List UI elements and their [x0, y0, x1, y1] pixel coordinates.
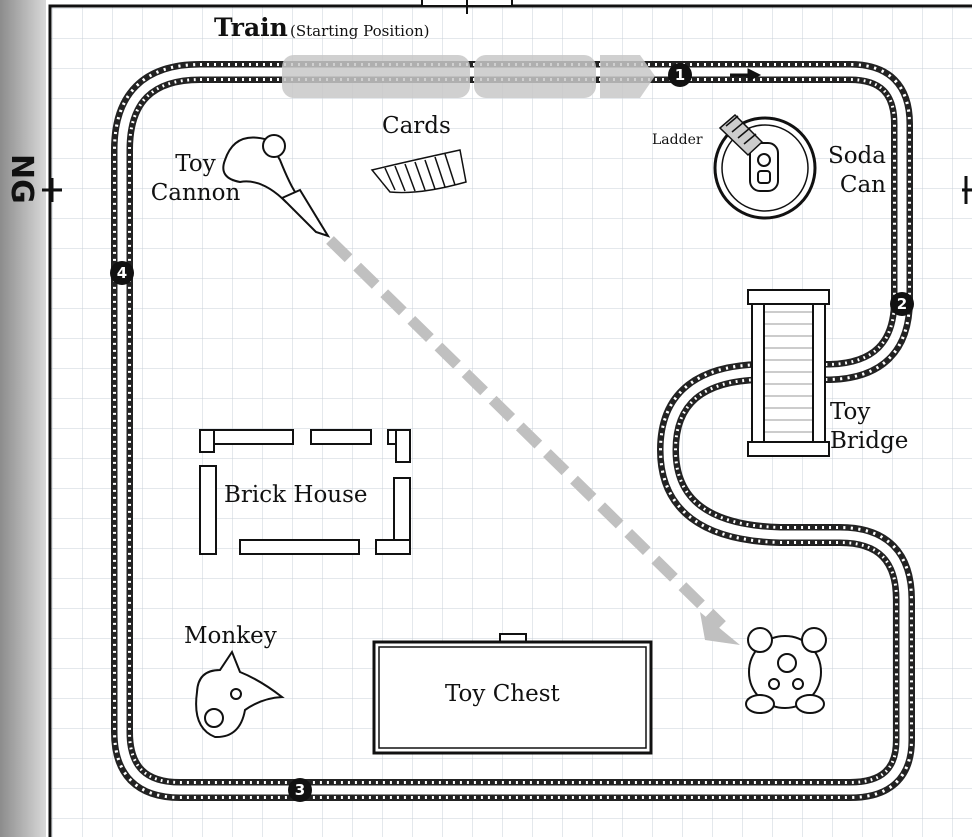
train-track	[111, 61, 915, 801]
toy-bridge-prop	[747, 289, 830, 457]
train-title: Train	[214, 13, 288, 42]
connector-right	[962, 176, 972, 204]
monkey-label: Monkey	[184, 623, 277, 649]
marker-3: 3	[288, 778, 312, 802]
map-border	[48, 4, 972, 837]
svg-text:4: 4	[117, 264, 127, 282]
teddy-bear-prop	[745, 627, 827, 714]
train-title-note: (Starting Position)	[290, 22, 430, 40]
direction-arrow	[730, 68, 762, 82]
cannon-trajectory	[326, 236, 740, 645]
svg-text:2: 2	[897, 295, 907, 313]
toy-chest-label: Toy Chest	[445, 681, 560, 707]
cards-prop	[370, 149, 467, 194]
toy-cannon-label: Toy Cannon	[150, 151, 241, 206]
toy-bridge-label: Toy Bridge	[830, 399, 909, 454]
brick-house-label: Brick House	[224, 482, 368, 508]
cards-label: Cards	[382, 113, 451, 139]
edge-label: NG	[4, 154, 39, 204]
marker-4: 4	[110, 261, 134, 285]
margin-shade	[0, 0, 46, 837]
marker-1: 1	[668, 63, 692, 87]
monkey-prop	[195, 649, 285, 739]
soda-can-label: Soda Can	[827, 143, 886, 198]
connector-top	[421, 0, 513, 14]
ladder-prop	[718, 113, 764, 157]
connector-left	[42, 178, 62, 202]
ladder-label: Ladder	[652, 132, 703, 148]
svg-text:1: 1	[675, 66, 685, 84]
toy-chest-prop	[372, 633, 653, 755]
train-starting-position	[282, 55, 655, 98]
toy-cannon-prop	[222, 134, 331, 238]
brick-house-walls	[199, 429, 411, 555]
marker-2: 2	[890, 292, 914, 316]
svg-text:3: 3	[295, 781, 305, 799]
